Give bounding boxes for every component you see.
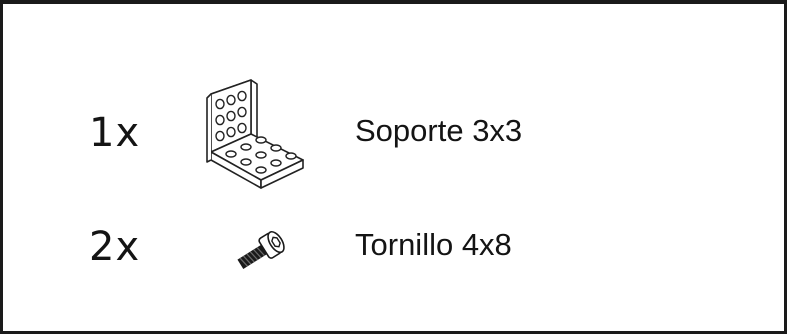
screw-icon	[237, 230, 285, 269]
item-name: Soporte 3x3	[355, 113, 523, 148]
item-quantity: 1x	[89, 110, 141, 156]
item-quantity: 2x	[89, 224, 141, 270]
item-name: Tornillo 4x8	[355, 227, 512, 262]
angle-bracket-icon	[206, 79, 304, 189]
